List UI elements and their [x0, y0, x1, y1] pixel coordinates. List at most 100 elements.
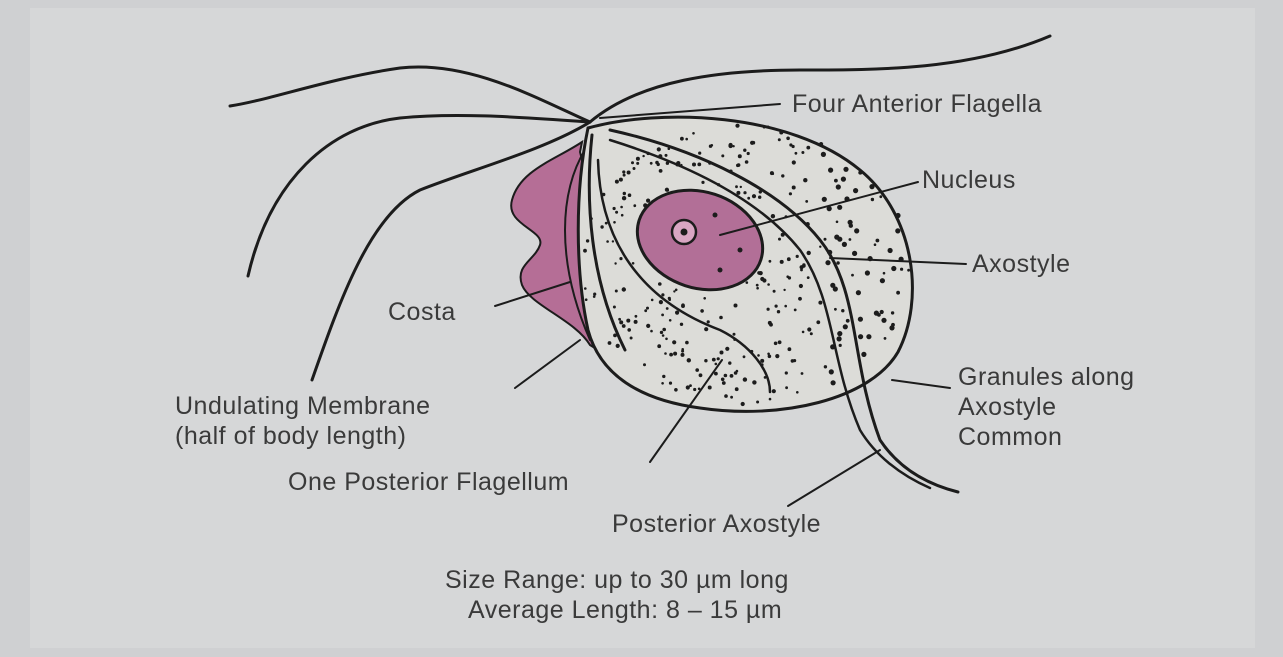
granule [767, 353, 770, 356]
granule [613, 306, 616, 309]
granule [631, 161, 634, 164]
granule [871, 198, 874, 201]
granule [852, 251, 857, 256]
granule [756, 287, 759, 290]
granule [725, 347, 729, 351]
granule [767, 126, 770, 129]
granule [778, 340, 782, 344]
granule [834, 179, 838, 183]
granule [841, 177, 846, 182]
granule [622, 324, 626, 328]
granule [819, 246, 821, 248]
granule [763, 126, 766, 129]
granule [730, 374, 734, 378]
granule [704, 327, 708, 331]
granule [662, 375, 665, 378]
granule [724, 374, 728, 378]
granule [854, 228, 859, 233]
granule [780, 260, 784, 264]
granule [788, 276, 791, 279]
granule [627, 328, 631, 332]
granule [585, 298, 588, 301]
granule [735, 185, 738, 188]
granule [618, 318, 621, 321]
granule [769, 260, 772, 263]
granule [773, 290, 776, 293]
granule [824, 238, 827, 241]
granule [646, 324, 650, 328]
granule [698, 152, 701, 155]
granule [861, 352, 866, 357]
granule [801, 151, 804, 154]
granule [660, 331, 663, 334]
granule [646, 307, 649, 310]
label-anterior-flagella: Four Anterior Flagella [792, 90, 1042, 118]
granule [685, 341, 689, 345]
granule [729, 143, 733, 147]
granule [891, 323, 895, 327]
granule [707, 320, 710, 323]
chromatin-dot [718, 268, 723, 273]
granule [622, 196, 626, 200]
granule [837, 331, 842, 336]
granule [767, 308, 770, 311]
granule [673, 352, 677, 356]
granule [747, 152, 750, 155]
granule [837, 205, 842, 210]
granule [614, 262, 616, 264]
granule [720, 351, 724, 355]
granule [733, 333, 736, 336]
granule [605, 222, 608, 225]
granule [743, 377, 747, 381]
granule [856, 290, 861, 295]
granule [593, 293, 596, 296]
granule [747, 197, 750, 200]
granule [796, 255, 799, 258]
granule [767, 283, 770, 286]
granule [659, 169, 663, 173]
granule [781, 174, 784, 177]
granule [728, 361, 731, 364]
granule [650, 330, 653, 333]
granule [769, 398, 772, 401]
granule [692, 132, 695, 135]
granule [837, 336, 842, 341]
granule [664, 352, 667, 355]
granule [593, 295, 596, 298]
granule [655, 161, 659, 165]
granule [674, 388, 678, 392]
granule [756, 401, 759, 404]
granule [843, 324, 848, 329]
granule [658, 282, 662, 286]
granule [858, 317, 863, 322]
granule [853, 188, 858, 193]
granule [798, 297, 802, 301]
granule [891, 266, 896, 271]
granule [685, 138, 688, 141]
granule [772, 172, 775, 175]
granule [786, 137, 790, 141]
nucleolus-dot [681, 229, 688, 236]
granule [841, 309, 844, 312]
label-size-range: Size Range: up to 30 µm long [445, 566, 789, 594]
granule [895, 228, 900, 233]
granule [699, 373, 703, 377]
granule [849, 224, 853, 228]
granule [662, 328, 666, 332]
label-granules-line3: Common [958, 423, 1062, 451]
granule [880, 310, 884, 314]
granule [836, 184, 841, 189]
granule [874, 311, 879, 316]
granule [807, 276, 810, 279]
granule [619, 257, 622, 260]
granule [623, 174, 626, 177]
label-granules-line2: Axostyle [958, 393, 1056, 421]
granule [818, 301, 822, 305]
granule [662, 334, 665, 337]
granule [879, 195, 882, 198]
label-average-length: Average Length: 8 – 15 µm [468, 596, 782, 624]
granule [821, 152, 826, 157]
granule [630, 337, 633, 340]
granule [627, 171, 631, 175]
